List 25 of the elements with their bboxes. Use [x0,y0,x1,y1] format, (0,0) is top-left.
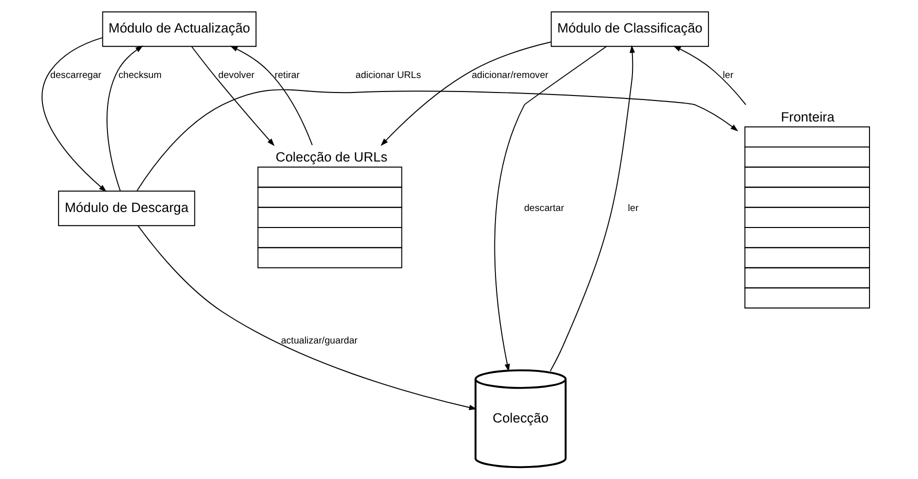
arrow [494,46,606,372]
node-box: Módulo de Actualização [102,11,256,47]
arrow [672,46,746,106]
edge-label: retirar [274,70,300,81]
arrow [380,42,551,146]
node-box: Módulo de Classificação [550,11,708,47]
edge-label: actualizar/guardar [280,336,358,347]
edge-label: descarregar [50,70,101,81]
edge-label: checksum [118,70,162,81]
arrow [106,46,143,192]
arrow [136,89,738,192]
edge-label: adicionar URLs [355,70,421,81]
arrow [229,46,312,146]
arrow [549,45,634,372]
arrow [190,46,274,146]
node-label: Fronteira [780,109,834,124]
node-label: Colecção de URLs [275,150,387,165]
edge-label: descartar [524,202,564,214]
edge-label: devolver [218,70,254,81]
edge-label: ler [627,202,638,214]
arrow [41,37,106,192]
arrow [137,225,476,410]
edge-label: adicionar/remover [471,70,548,81]
node-box: Módulo de Descarga [58,190,195,226]
edge-label: ler [722,70,733,81]
